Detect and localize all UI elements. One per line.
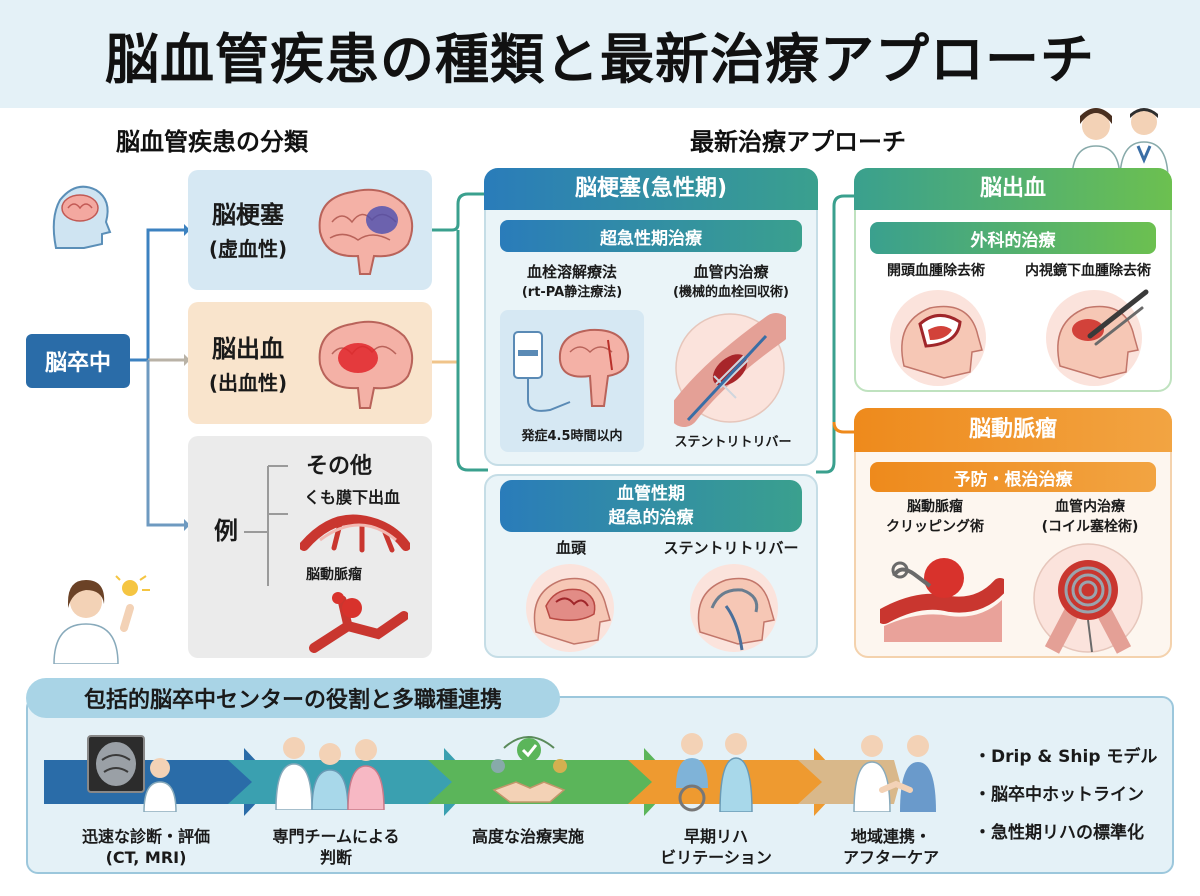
stent-retriever-icon [674,313,786,427]
vascular-item2-label: ステントリトリバー [663,539,799,557]
clipping-label-1: 脳動脈瘤 [907,499,963,515]
other-title: その他 [306,454,373,479]
step-4-line1: 早期リハ [683,827,748,846]
bullet-drip-ship: ・Drip & Ship モデル [974,747,1158,767]
bullet-hotline: ・脳卒中ホットライン [974,785,1144,805]
step-5-line2: アフターケア [842,848,939,867]
right-connectors [816,194,862,474]
coil-embolization-icon [1033,543,1143,654]
page-title: 脳血管疾患の種類と最新治療アプローチ [105,27,1095,91]
vascular-title: 血管性期 超急的治療 [500,480,802,532]
acute-infarct-title: 脳梗塞(急性期) [484,168,818,210]
example-tag: 例 [214,517,238,545]
handshake-check-icon [491,736,567,803]
infarct-sub: (虚血性) [208,237,288,261]
vascular-period-panel: 血管性期 超急的治療 血頭 ステントリトリバー [484,474,818,658]
endovascular-sub: (機械的血栓回収術) [673,285,789,300]
step-5-line1: 地域連携・ [850,827,931,846]
thrombolysis-sub: (rt-PA静注療法) [521,285,623,300]
rehabilitation-icon [676,733,753,812]
step-1-line1: 迅速な診断・評価 [81,827,210,846]
head-clot-icon [526,564,614,652]
ct-mri-scan-icon [87,735,177,812]
clipping-label-2: クリッピング術 [886,519,984,535]
aneurysm-label: 脳動脈瘤 [306,567,362,583]
step-1-line2: (CT, MRI) [105,848,187,867]
stroke-root-node: 脳卒中 [26,334,130,388]
doctor-lightbulb-illustration [53,575,150,664]
onset-window-note: 発症4.5時間以内 [521,429,623,444]
treatment-connectors [432,192,488,472]
step-5-label: 地域連携・ アフターケア [796,826,986,868]
hemorrhage-card: 脳出血 (出血性) [188,302,432,424]
vascular-title-line1: 血管性期 [617,484,685,504]
aneurysm-treatment-title: 脳動脈瘤 [854,408,1172,452]
bullet-rehab-standard: ・急性期リハの標準化 [974,823,1144,843]
sah-label: くも膜下出血 [304,488,401,507]
infarct-card: 脳梗塞 (虚血性) [188,170,432,290]
aneurysm-treatment-panel: 脳動脈瘤 予防・根治治療 脳動脈瘤 クリッピング術 血管内治療 (コイル塞栓術) [854,408,1172,658]
infarct-name: 脳梗塞 [212,201,284,229]
hemorrhage-sub: (出血性) [208,371,288,395]
title-bar: 脳血管疾患の種類と最新治療アプローチ [0,0,1200,108]
coil-label-1: 血管内治療 [1055,499,1125,515]
classification-heading: 脳血管疾患の分類 [116,128,308,156]
step-3-label: 高度な治療実施 [428,826,628,847]
other-bracket [244,465,288,586]
clipping-icon [880,558,1004,642]
surgical-subtitle: 外科的治療 [870,222,1156,254]
stroke-center-heading: 包括的脳卒中センターの役割と多職種連携 [26,678,560,718]
prevention-subtitle: 予防・根治治療 [870,462,1156,492]
step-2-label: 専門チームによる 判断 [236,826,436,868]
hyperacute-subtitle: 超急性期治療 [500,220,802,252]
tree-connectors [130,224,190,531]
hemorrhage-treatment-title: 脳出血 [854,168,1172,210]
acute-infarct-panel: 脳梗塞(急性期) 超急性期治療 血栓溶解療法 (rt-PA静注療法) 血管内治療… [484,168,818,466]
vascular-title-line2: 超急的治療 [608,508,694,528]
endovascular-label: 血管内治療 [693,263,769,281]
step-2-line1: 専門チームによる [272,827,400,846]
step-2-line2: 判断 [319,848,352,867]
community-care-icon [853,735,936,812]
endoscopic-label: 内視鏡下血腫除去術 [1025,263,1151,279]
hemorrhage-treatment-panel: 脳出血 外科的治療 開頭血腫除去術 内視鏡下血腫除去術 [854,168,1172,392]
stent-retriever-note: ステントリトリバー [674,435,792,450]
head-brain-icon [52,185,112,249]
iv-drip-illustration: 発症4.5時間以内 [500,310,644,452]
endoscopic-icon [1046,289,1149,386]
sah-vessel-icon [300,514,410,553]
brain-hemorrhage-icon [318,320,414,409]
iv-bag-brain-icon [513,328,630,412]
vascular-item1-label: 血頭 [555,539,586,557]
other-card: 例 その他 くも膜下出血 脳動脈瘤 [188,436,432,658]
aneurysm-vessel-icon [309,592,408,653]
treatment-heading: 最新治療アプローチ [690,128,906,156]
step-4-line2: ビリテーション [660,848,772,867]
hemorrhage-name: 脳出血 [212,335,284,363]
thrombolysis-label: 血栓溶解療法 [526,263,617,281]
step-4-label: 早期リハ ビリテーション [616,826,816,868]
medical-team-icon [275,737,385,810]
step-1-label: 迅速な診断・評価 (CT, MRI) [46,826,246,868]
coil-label-2: (コイル塞栓術) [1041,519,1139,535]
brain-infarct-icon [318,188,414,275]
step-3-line1: 高度な治療実施 [471,827,584,846]
craniotomy-label: 開頭血腫除去術 [887,263,985,279]
head-catheter-icon [690,564,778,652]
craniotomy-icon [890,290,986,386]
center-bullets: ・Drip & Ship モデル ・脳卒中ホットライン ・急性期リハの標準化 [974,738,1157,852]
